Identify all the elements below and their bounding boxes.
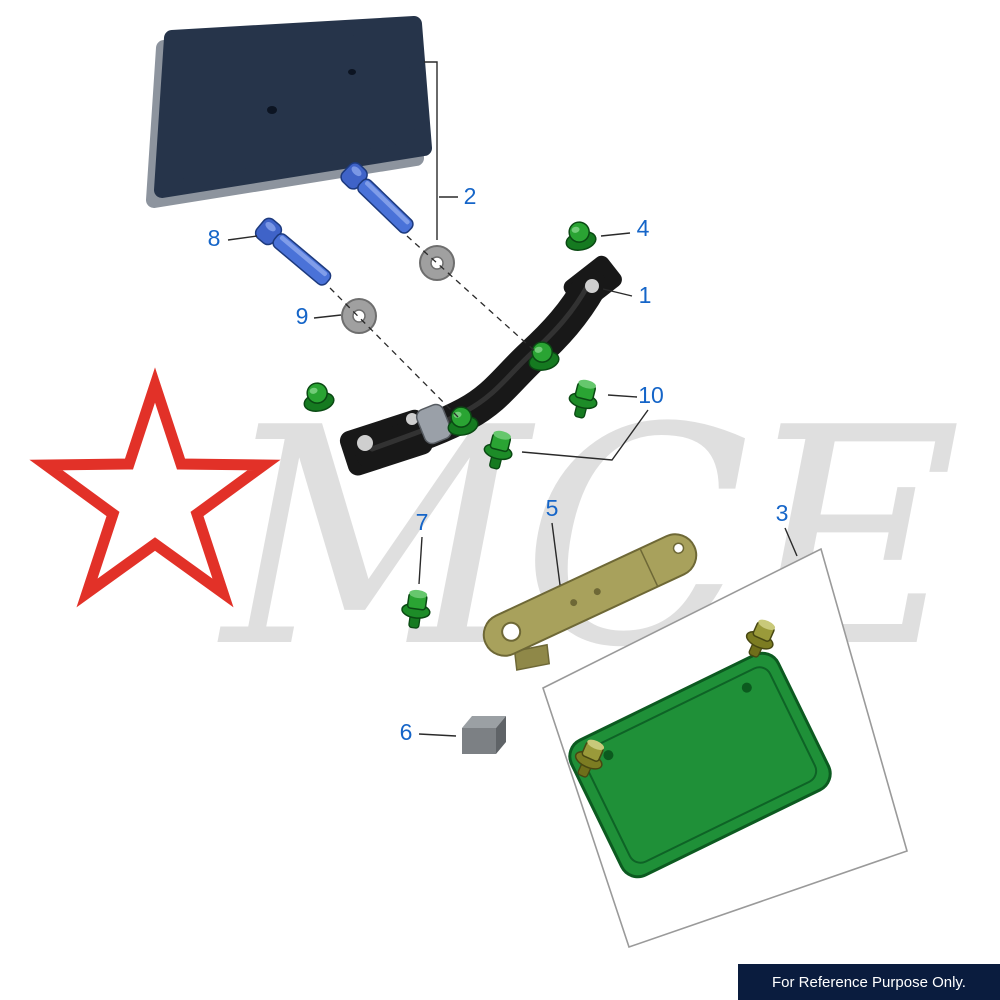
assembly-line-bolt-2 [406,235,538,354]
leader-10-elbow [521,409,649,461]
leader-9 [313,314,342,319]
strip-hole-right [672,542,685,554]
navy-plate [146,16,432,208]
star-logo-icon [29,367,281,608]
leader-8 [227,235,258,241]
leader-7 [418,536,423,585]
part-label-4: 4 [637,215,650,241]
part-label-8: 8 [208,225,221,251]
green-plate-hole-left [603,750,614,761]
navy-plate-body [154,16,432,198]
part-label-6: 6 [400,719,413,745]
strip-hole-left [501,621,522,642]
leader-10 [607,394,638,398]
green-plate-hole-right [741,682,752,693]
part-6-rubber-block [462,716,506,754]
green-plate [568,651,832,879]
part-8-bolt [252,214,337,292]
part-3-number-plate-assembly [542,547,908,949]
green-plate-inner-border [582,666,818,864]
leader-1 [602,288,633,297]
green-plate-body [568,651,832,879]
navy-plate-hole-right [348,69,356,75]
leader-2-vertical [424,61,438,240]
navy-plate-hole-left [267,106,277,114]
footer-reference-note: For Reference Purpose Only. [738,964,1000,1000]
bracket-strap-highlight [369,282,591,452]
leader-4 [600,232,631,237]
washer-for-bolt-2 [419,245,455,281]
strip-bent-tab [513,643,551,671]
part-label-5: 5 [546,495,559,521]
leader-5 [551,522,561,586]
part-5-strip-bracket [482,533,698,671]
footer-note-text: For Reference Purpose Only. [772,973,966,991]
part-label-7: 7 [416,509,429,535]
bracket-hole-left [357,435,373,451]
strip-body [482,533,698,657]
watermark: MCE [29,364,966,713]
part-label-9: 9 [296,303,309,329]
strip-dot-1 [570,599,578,607]
leader-3 [784,527,798,557]
bracket-hole-right [585,279,599,293]
strip-dot-2 [593,588,601,596]
bracket-hole-mid [406,413,418,425]
block-top-face [462,716,506,728]
block-side-face [496,716,506,754]
part-1-main-bracket [339,255,622,476]
assembly-line-bolt-8 [329,287,459,418]
part-label-10: 10 [638,382,664,408]
part-label-3: 3 [776,500,789,526]
bracket-rubber-clamp [415,403,453,445]
block-front-face [462,728,496,754]
part-label-1: 1 [639,282,652,308]
leader-6 [418,733,457,737]
part-9-washer [341,298,377,334]
strip-fold-line [639,549,659,586]
part-label-2: 2 [464,183,477,209]
part-4-flange-nut [561,218,599,254]
